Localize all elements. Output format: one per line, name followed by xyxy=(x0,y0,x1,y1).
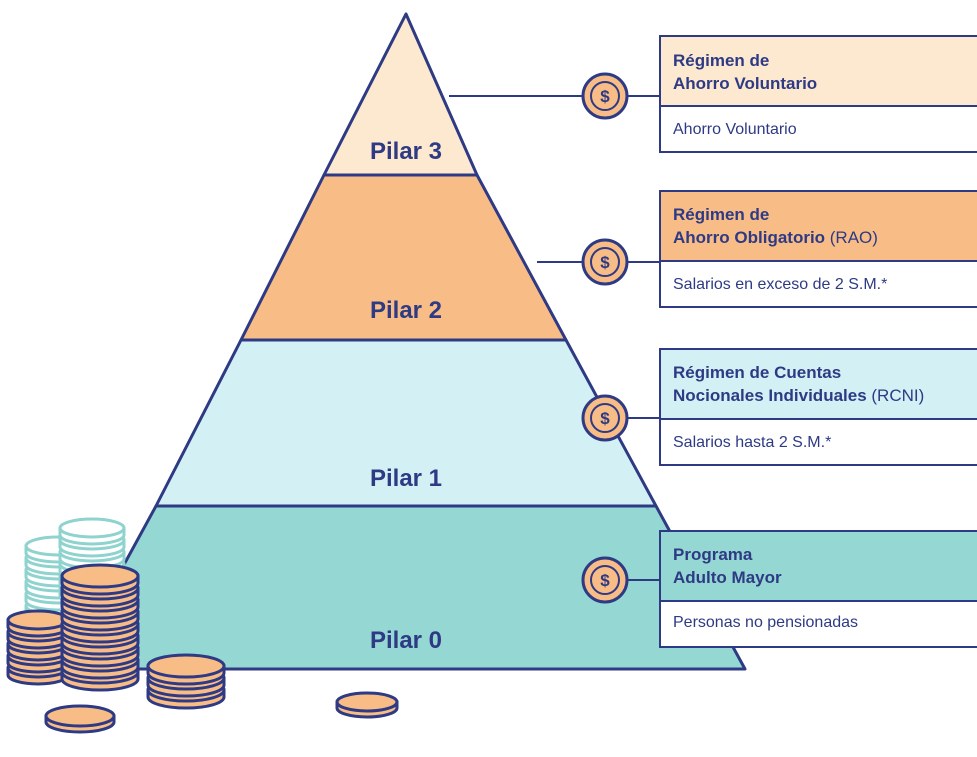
box-1-description: Ahorro Voluntario xyxy=(673,121,797,138)
pilar-0-label: Pilar 0 xyxy=(370,627,442,654)
box-1-title-line1: Régimen de xyxy=(673,51,769,70)
box-4-title-line1: Programa xyxy=(673,545,753,564)
svg-text:$: $ xyxy=(600,87,610,106)
box-3-title-line2: Nocionales Individuales (RCNI) xyxy=(673,386,924,405)
box-4-title-line2: Adulto Mayor xyxy=(673,568,782,587)
dollar-coin-icon: $ xyxy=(581,238,629,286)
coin-icon xyxy=(146,653,226,686)
pyramid xyxy=(65,12,747,671)
dollar-coin-icon: $ xyxy=(581,556,629,604)
info-box-voluntario xyxy=(659,35,977,153)
box-2-title-line1: Régimen de xyxy=(673,205,769,224)
box-2-description: Salarios en exceso de 2 S.M.* xyxy=(673,276,887,293)
box-4-description: Personas no pensionadas xyxy=(673,614,858,631)
info-box-cuentas-nocionales xyxy=(659,348,977,466)
svg-text:$: $ xyxy=(600,571,610,590)
pyramid-tier-pilar-3 xyxy=(322,12,479,177)
box-2-title-line2: Ahorro Obligatorio (RAO) xyxy=(673,228,878,247)
coin-icon xyxy=(44,704,116,734)
coin-stacks-illustration xyxy=(6,517,399,734)
pilar-1-label: Pilar 1 xyxy=(370,465,442,492)
pilar-2-label: Pilar 2 xyxy=(370,297,442,324)
box-1-title-line2: Ahorro Voluntario xyxy=(673,74,817,93)
coin-icon xyxy=(335,691,399,719)
coin-icon xyxy=(6,609,70,638)
dollar-coin-icon: $ xyxy=(581,394,629,442)
pilar-3-label: Pilar 3 xyxy=(370,138,442,165)
box-3-title-line1: Régimen de Cuentas xyxy=(673,363,841,382)
dollar-coin-icon: $ xyxy=(581,72,629,120)
info-box-adulto-mayor xyxy=(659,530,977,648)
info-box-obligatorio xyxy=(659,190,977,308)
coin-icon xyxy=(58,517,126,546)
box-3-description: Salarios hasta 2 S.M.* xyxy=(673,434,831,451)
svg-text:$: $ xyxy=(600,409,610,428)
coin-icon xyxy=(60,563,140,596)
svg-text:$: $ xyxy=(600,253,610,272)
